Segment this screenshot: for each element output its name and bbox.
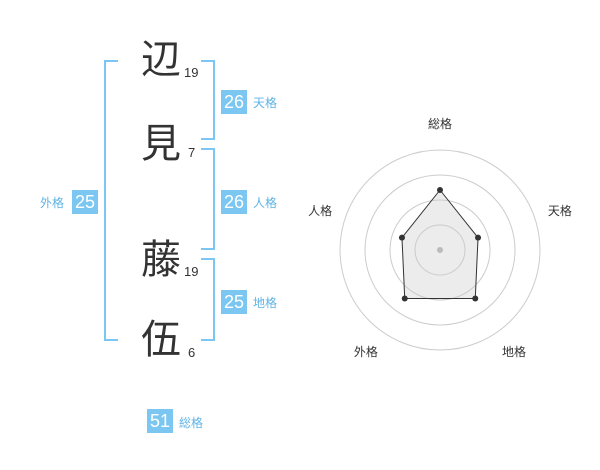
radar-axis-label-3: 地格 [502,344,526,359]
name-char-3: 藤 [141,237,181,283]
gaikaku-label: 外格 [40,196,65,210]
soukaku-label: 総格 [179,416,204,430]
tenkaku-bracket [201,60,215,140]
jinkaku-value: 26 [221,190,247,214]
radar-point-1 [437,187,443,193]
radar-ring-3 [364,174,516,326]
tenkaku-value: 26 [221,90,247,114]
stroke-count-2: 7 [188,145,196,160]
chikaku-label: 地格 [253,296,278,310]
name-char-4: 伍 [141,317,181,363]
gaikaku-bracket [104,60,118,341]
radar-axis-label-2: 天格 [548,203,572,218]
radar-point-3 [472,295,479,302]
radar-point-2 [475,234,482,241]
tenkaku-label: 天格 [253,96,278,110]
chikaku-value: 25 [221,290,247,314]
jinkaku-label: 人格 [253,196,278,210]
stroke-count-1: 19 [184,65,199,80]
name-char-1: 辺 [141,37,181,83]
radar-ring-2 [389,199,491,301]
radar-axis-label-5: 人格 [308,203,332,218]
radar-axis-label-1: 総格 [428,116,452,131]
radar-ring-1 [414,224,466,276]
stroke-count-3: 19 [184,264,199,279]
jinkaku-bracket [201,148,215,250]
radar-point-5 [398,234,405,241]
radar-axis-label-4: 外格 [354,344,378,359]
radar-point-4 [401,295,408,302]
soukaku-value: 51 [147,409,173,433]
stroke-count-4: 6 [188,345,196,360]
radar-center-dot [437,247,443,253]
gaikaku-value: 25 [72,190,98,214]
name-char-2: 見 [141,121,181,167]
radar-data-area [401,189,479,300]
chikaku-bracket [201,258,215,341]
